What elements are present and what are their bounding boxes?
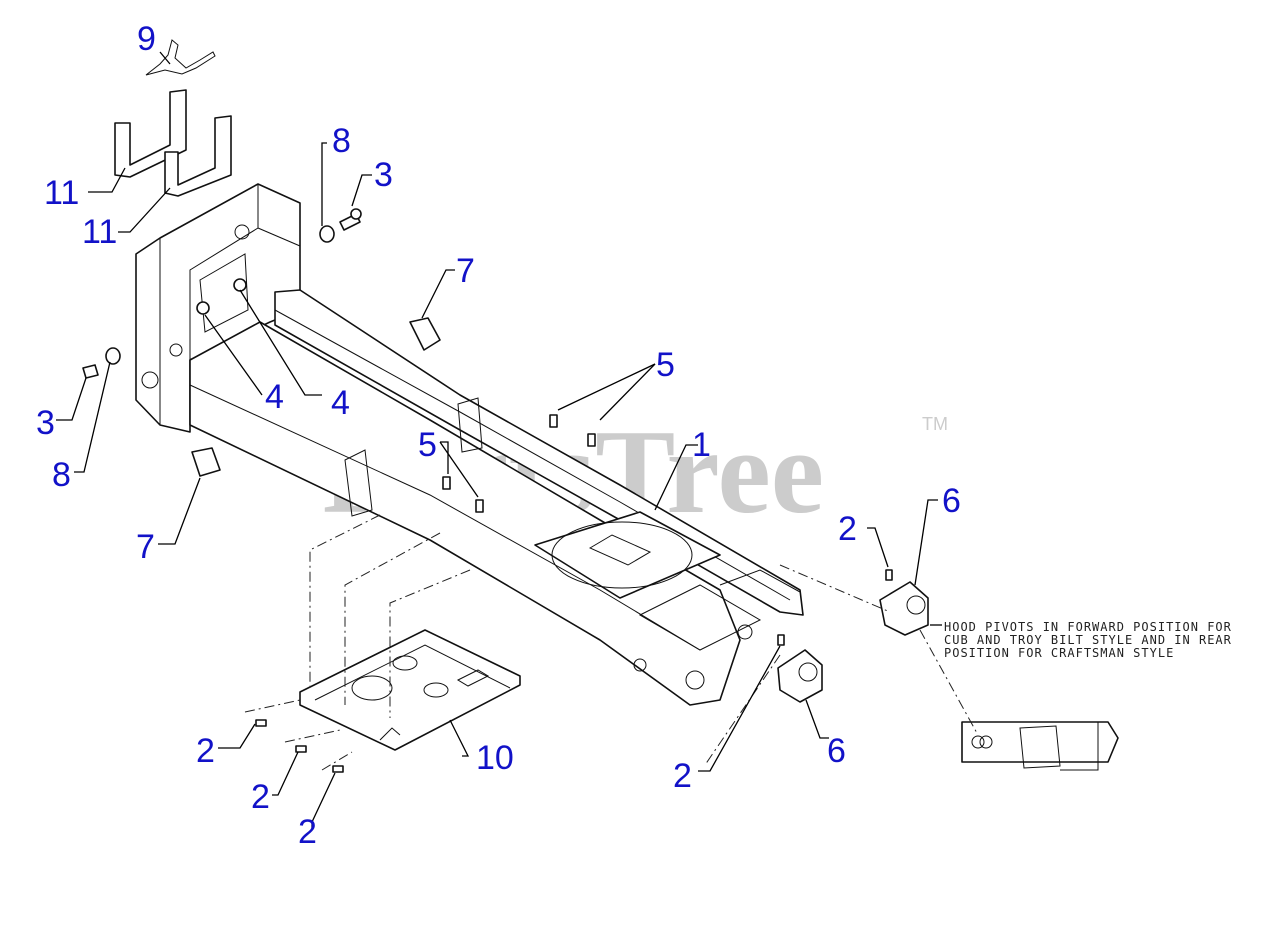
callout-10: 10 [476, 739, 514, 777]
callout-5-right: 5 [656, 346, 675, 384]
part-11-bracket-b [164, 115, 232, 197]
callout-8-lower: 8 [52, 456, 71, 494]
callout-4-left: 4 [265, 378, 284, 416]
hardware [82, 208, 893, 773]
main-frame-rails [189, 289, 804, 706]
hood-pivot-detail [961, 721, 1119, 771]
callout-7-upper: 7 [456, 252, 475, 290]
callout-2-plate-mid: 2 [251, 778, 270, 816]
callout-6-lower: 6 [827, 732, 846, 770]
callout-5-center: 5 [418, 426, 437, 464]
part-6-hood-pivot-lower [777, 649, 823, 703]
note-line-1: HOOD PIVOTS IN FORWARD POSITION FOR [944, 620, 1232, 634]
watermark-trademark: TM [922, 414, 948, 434]
alignment-lines [244, 514, 979, 771]
callout-11-upper: 11 [44, 174, 79, 212]
callout-2-front: 2 [673, 757, 692, 795]
callout-2-plate-left: 2 [196, 732, 215, 770]
callout-2-plate-bottom: 2 [298, 813, 317, 851]
callout-11-lower: 11 [82, 213, 117, 251]
callout-7-lower: 7 [136, 528, 155, 566]
callout-1: 1 [692, 426, 711, 464]
note-line-2: CUB AND TROY BILT STYLE AND IN REAR [944, 633, 1232, 647]
part-10-bottom-plate [299, 629, 521, 751]
part-6-hood-pivot-upper [879, 581, 929, 636]
leader-lines [56, 51, 938, 830]
callout-9: 9 [137, 20, 156, 58]
callout-8-upper: 8 [332, 122, 351, 160]
part-9-wire-clip [145, 39, 216, 76]
callout-4-right: 4 [331, 384, 350, 422]
note-line-3: POSITION FOR CRAFTSMAN STYLE [944, 646, 1174, 660]
callout-labels: 9 11 11 8 3 7 5 4 4 3 8 5 1 7 6 2 6 2 2 … [36, 20, 961, 851]
callout-6-upper: 6 [942, 482, 961, 520]
callout-3-upper: 3 [374, 156, 393, 194]
callout-2-right: 2 [838, 510, 857, 548]
hood-pivot-note: HOOD PIVOTS IN FORWARD POSITION FOR CUB … [930, 620, 1232, 660]
callout-3-lower: 3 [36, 404, 55, 442]
